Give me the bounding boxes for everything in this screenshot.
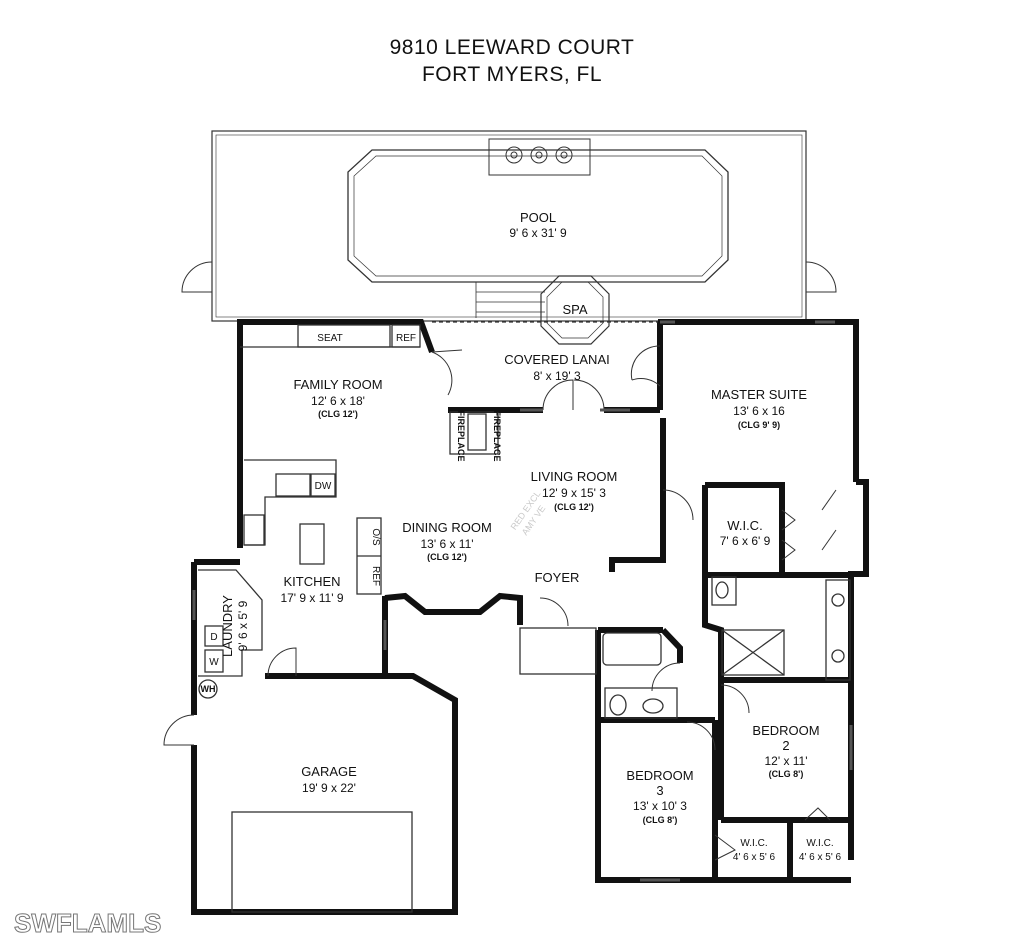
bedroom-3-label: BEDROOM (626, 768, 693, 783)
partitions (198, 321, 851, 913)
dryer-label: D (210, 632, 217, 643)
dining-room-ceiling: (CLG 12') (427, 552, 467, 562)
bedroom-3-wic-dimensions: 4' 6 x 5' 6 (733, 852, 776, 863)
pool-label: POOL (520, 210, 556, 225)
bedroom-3-ceiling: (CLG 8') (643, 815, 678, 825)
master-wic-dimensions: 7' 6 x 6' 9 (720, 534, 771, 548)
fireplace-label-right: FIREPLACE (492, 410, 502, 461)
bedroom-2-wic-label: W.I.C. (806, 838, 833, 849)
living-room-label: LIVING ROOM (531, 469, 618, 484)
covered-lanai-label: COVERED LANAI (504, 352, 609, 367)
garage-label: GARAGE (301, 764, 357, 779)
laundry-label: LAUNDRY (220, 595, 235, 657)
bedroom-3-wic-label: W.I.C. (740, 838, 767, 849)
garage-dimensions: 19' 9 x 22' (302, 781, 356, 795)
dw-label: DW (315, 481, 332, 492)
family-room-dimensions: 12' 6 x 18' (311, 394, 365, 408)
door-swings (163, 345, 837, 861)
bedroom-2-wic-dimensions: 4' 6 x 5' 6 (799, 852, 842, 863)
spa-label: SPA (562, 302, 587, 317)
oven-label: O/S (370, 528, 381, 546)
bedroom-3-dimensions: 13' x 10' 3 (633, 799, 687, 813)
family-room-ceiling: (CLG 12') (318, 409, 358, 419)
master-suite-label: MASTER SUITE (711, 387, 807, 402)
pool-steps (475, 282, 545, 318)
pool-cage (181, 130, 837, 322)
fireplace-label-left: FIREPLACE (456, 410, 466, 461)
master-suite-dimensions: 13' 6 x 16 (733, 404, 785, 418)
brand-watermark: SWFLAMLS (14, 908, 161, 938)
spa-jets (505, 146, 573, 164)
bedroom-2-number: 2 (782, 738, 789, 753)
bedroom-2-dimensions: 12' x 11' (764, 754, 807, 768)
water-heater-label: WH (201, 684, 216, 694)
laundry-dimensions: 9' 6 x 5' 9 (236, 600, 250, 651)
bedroom-2-label: BEDROOM (752, 723, 819, 738)
kitchen-ref-label: REF (370, 566, 381, 586)
master-wic-label: W.I.C. (727, 518, 762, 533)
pool-dimensions: 9' 6 x 31' 9 (509, 226, 567, 240)
living-room-dimensions: 12' 9 x 15' 3 (542, 486, 606, 500)
bedroom-3-number: 3 (656, 783, 663, 798)
family-room-label: FAMILY ROOM (293, 377, 382, 392)
spa (540, 275, 610, 345)
windows (192, 320, 853, 882)
covered-lanai-dimensions: 8' x 19' 3 (533, 369, 581, 383)
dining-room-dimensions: 13' 6 x 11' (420, 537, 473, 551)
bedroom-2-ceiling: (CLG 8') (769, 769, 804, 779)
seat-label: SEAT (317, 333, 342, 344)
address-line-1: 9810 LEEWARD COURT (390, 36, 635, 59)
kitchen-label: KITCHEN (283, 574, 340, 589)
dining-room-label: DINING ROOM (402, 520, 492, 535)
master-suite-ceiling: (CLG 9' 9) (738, 420, 780, 430)
address-line-2: FORT MYERS, FL (422, 63, 602, 86)
pool (347, 138, 729, 283)
kitchen-dimensions: 17' 9 x 11' 9 (280, 591, 343, 605)
foyer-label: FOYER (535, 570, 580, 585)
washer-label: W (209, 657, 219, 668)
living-room-ceiling: (CLG 12') (554, 502, 594, 512)
family-ref-label: REF (396, 333, 416, 344)
